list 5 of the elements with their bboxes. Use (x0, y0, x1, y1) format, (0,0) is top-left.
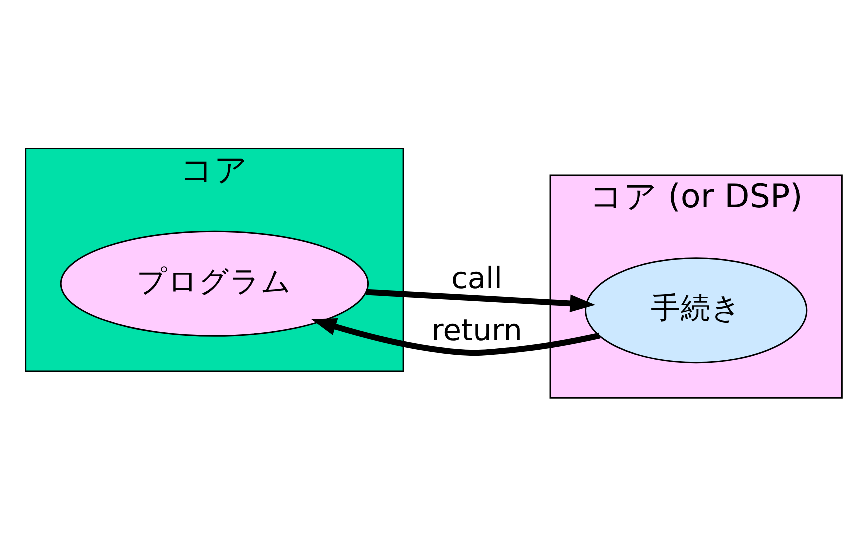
node-ellipse: 手続き (585, 258, 808, 364)
edge-label: call (452, 260, 503, 296)
edge-label: return (432, 312, 522, 348)
arrow (366, 289, 596, 312)
arrow (311, 318, 600, 356)
